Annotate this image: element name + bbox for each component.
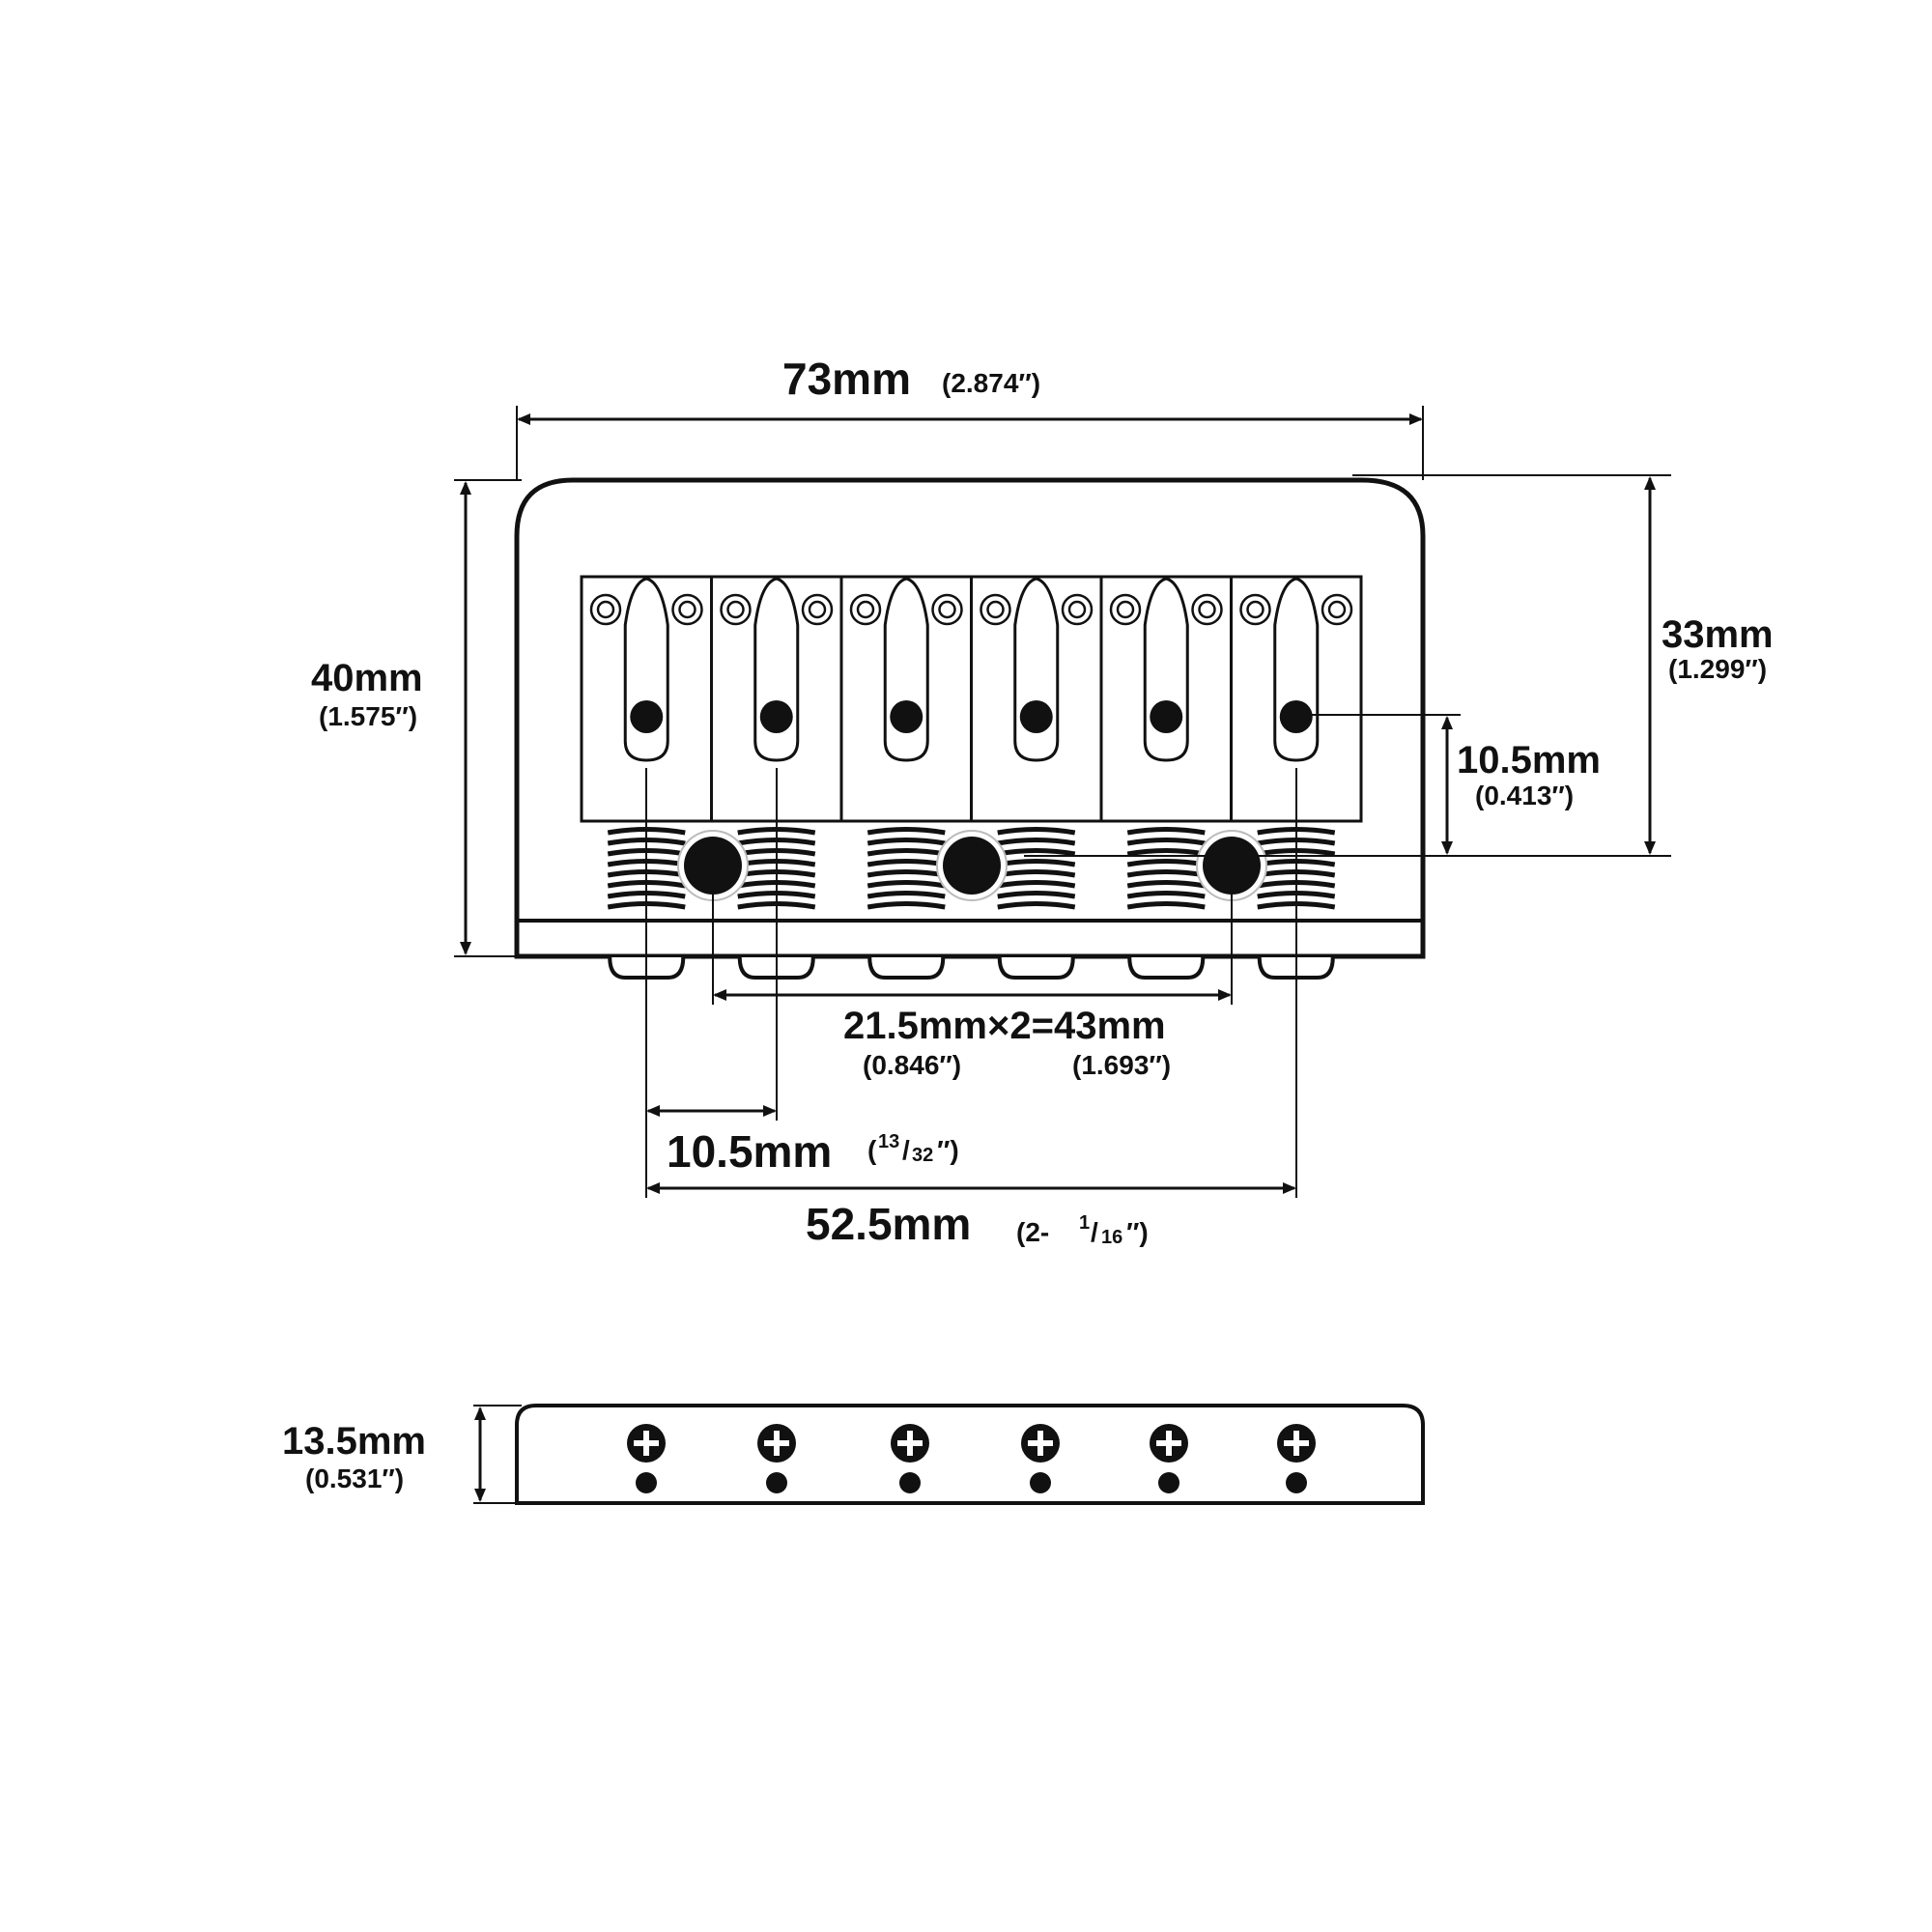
width-sub-label: (2.874″) [942, 368, 1040, 398]
mount-hole-icon [677, 830, 749, 901]
svg-text:″): ″) [937, 1135, 959, 1165]
screw-head-icon [1127, 956, 1206, 980]
svg-text:(: ( [867, 1135, 877, 1165]
string-spacing-label: 10.5mm [667, 1126, 832, 1177]
side-hole-icon [636, 1472, 657, 1493]
string-hole-icon [630, 700, 664, 733]
side-plate [515, 1404, 1425, 1505]
spring-icon [997, 827, 1076, 912]
height-total-label: 40mm [311, 657, 423, 699]
mount-spacing-label: 21.5mm×2=43mm [843, 1005, 1166, 1047]
dimension-arrows [460, 413, 1656, 1502]
extension-lines [454, 406, 1671, 1504]
spring-icon [1126, 827, 1206, 912]
saddle-offset-sub-label: (0.413″) [1475, 781, 1574, 810]
side-screws [627, 1424, 1316, 1493]
string-span-fraction: (2- 1 / 16 ″) [1016, 1212, 1149, 1248]
saddles [580, 575, 1363, 823]
height-total-sub-label: (1.575″) [319, 701, 417, 731]
string-hole-icon [759, 700, 793, 733]
screw-head-icon [997, 956, 1075, 980]
dimension-labels: 73mm (2.874″) 40mm (1.575″) 33mm (1.299″… [282, 354, 1774, 1493]
bridge-base-plate [514, 477, 1426, 959]
height-saddle-sub-label: (1.299″) [1668, 654, 1767, 684]
string-hole-icon [1279, 700, 1313, 733]
side-hole-icon [1030, 1472, 1051, 1493]
phillips-screw-icon [757, 1424, 796, 1493]
width-label: 73mm [782, 354, 911, 404]
bridge-side-view [515, 1404, 1425, 1505]
saddle-icon [970, 575, 1103, 823]
string-hole-icon [1019, 700, 1053, 733]
svg-text:″): ″) [1126, 1217, 1149, 1247]
svg-text:16: 16 [1101, 1227, 1122, 1248]
saddle-icon [839, 575, 973, 823]
side-hole-icon [899, 1472, 921, 1493]
phillips-screw-icon [627, 1424, 666, 1493]
mount-hole-icon [936, 830, 1008, 901]
phillips-screw-icon [1277, 1424, 1316, 1493]
spring-icon [867, 827, 946, 912]
svg-text:(2-: (2- [1016, 1217, 1049, 1247]
side-hole-icon [1286, 1472, 1307, 1493]
string-spacing-fraction: ( 13 / 32 ″) [867, 1131, 959, 1166]
svg-text:/: / [902, 1135, 910, 1165]
svg-text:/: / [1091, 1217, 1098, 1247]
screw-heads [608, 956, 1335, 980]
mount-spacing-sub-b-label: (1.693″) [1072, 1050, 1171, 1080]
string-hole-icon [890, 700, 923, 733]
string-hole-icon [1150, 700, 1183, 733]
svg-text:13: 13 [878, 1131, 899, 1152]
saddle-icon [580, 575, 713, 823]
string-span-label: 52.5mm [806, 1199, 971, 1249]
side-hole-icon [766, 1472, 787, 1493]
side-height-label: 13.5mm [282, 1420, 426, 1463]
saddle-offset-label: 10.5mm [1457, 739, 1601, 781]
phillips-screw-icon [1150, 1424, 1188, 1493]
screw-head-icon [867, 956, 946, 980]
height-saddle-label: 33mm [1662, 613, 1774, 656]
mount-spacing-sub-a-label: (0.846″) [863, 1050, 961, 1080]
bridge-top-view [514, 477, 1426, 980]
svg-text:32: 32 [912, 1145, 933, 1166]
phillips-screw-icon [891, 1424, 929, 1493]
svg-text:1: 1 [1079, 1212, 1090, 1234]
side-height-sub-label: (0.531″) [305, 1463, 404, 1493]
side-hole-icon [1158, 1472, 1179, 1493]
phillips-screw-icon [1021, 1424, 1060, 1493]
saddle-icon [1099, 575, 1233, 823]
